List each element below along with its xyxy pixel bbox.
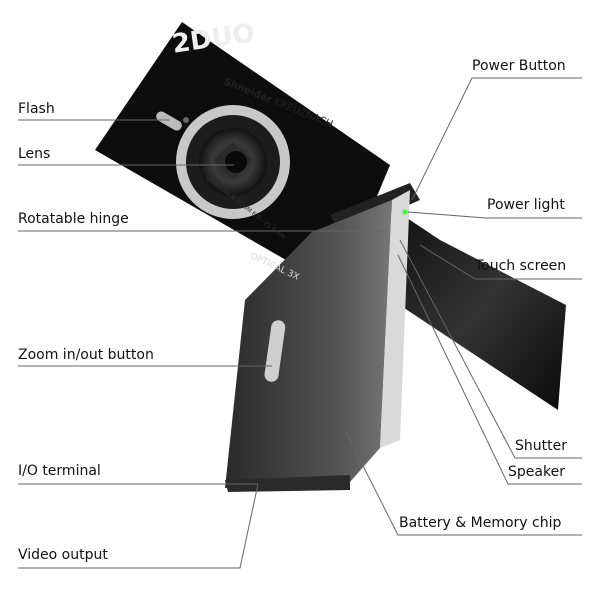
label-touch-screen: Touch screen	[475, 258, 567, 274]
label-power-button: Power Button	[472, 58, 566, 74]
label-lens: Lens	[18, 146, 51, 162]
label-io-terminal: I/O terminal	[18, 463, 101, 479]
camera-grip-body	[225, 200, 392, 488]
label-speaker: Speaker	[508, 464, 565, 480]
label-rotatable-hinge: Rotatable hinge	[18, 211, 129, 227]
touch-screen	[392, 212, 566, 410]
label-zoom-button: Zoom in/out button	[18, 347, 154, 363]
label-shutter: Shutter	[515, 438, 567, 454]
flash	[156, 111, 182, 131]
body-side-strip	[380, 190, 410, 448]
label-power-light: Power light	[487, 197, 565, 213]
label-video-output: Video output	[18, 547, 108, 563]
label-flash: Flash	[18, 101, 55, 117]
power-light	[402, 209, 408, 215]
leader-lines	[18, 77, 582, 569]
label-battery-memory: Battery & Memory chip	[399, 515, 562, 531]
